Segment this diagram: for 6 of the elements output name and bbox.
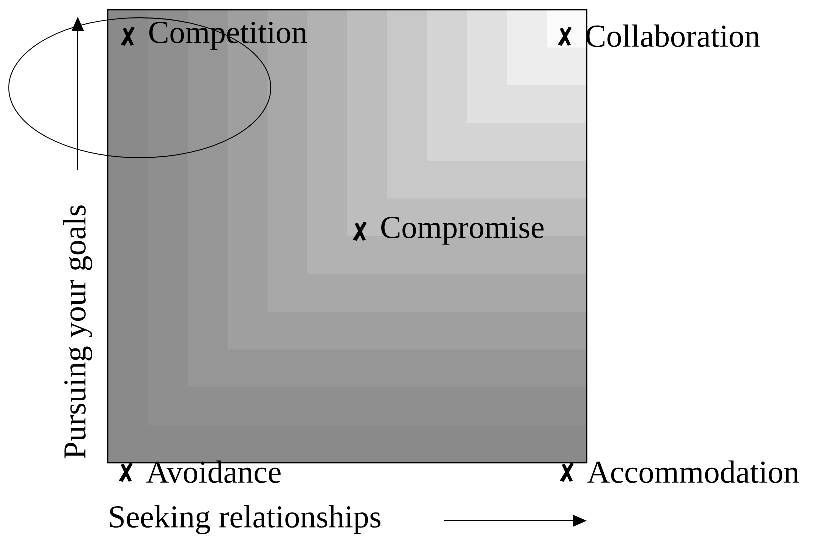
- strategy-label: Accommodation: [588, 460, 800, 484]
- axis-label: Pursuing your goals: [64, 206, 92, 459]
- strategy-label: Avoidance: [146, 460, 281, 484]
- strategy-label: Collaboration: [586, 24, 760, 48]
- axis-label: Seeking relationships: [110, 506, 381, 534]
- strategy-label: Compromise: [382, 217, 544, 245]
